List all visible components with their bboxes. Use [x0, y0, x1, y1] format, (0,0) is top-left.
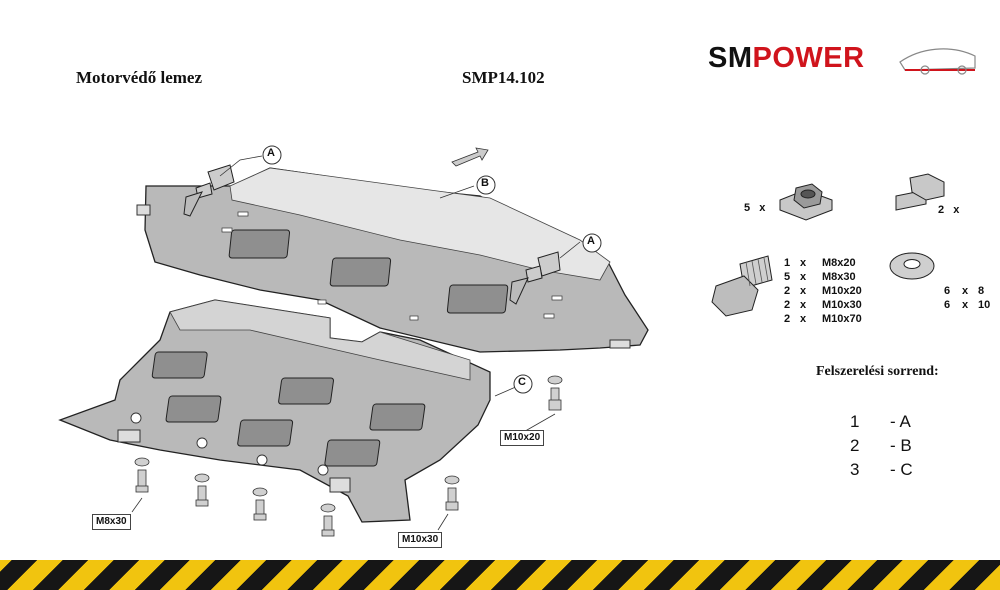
- direction-arrow-icon: [451, 147, 489, 167]
- callout-leaders: [131, 155, 581, 531]
- sequence-step: 3- C: [850, 460, 913, 479]
- callout-label-a2: A: [587, 235, 595, 247]
- sequence-title: Felszerelési sorrend:: [816, 364, 939, 379]
- loose-bolts: [134, 375, 563, 537]
- callout-circle-a2: [582, 233, 602, 253]
- page-title: Motorvédő lemez: [76, 68, 203, 87]
- callout-circle-a1: [262, 145, 282, 165]
- smpower-logo: SMPOWER: [708, 40, 978, 76]
- tag-m8x30: M8x30: [92, 514, 131, 530]
- bracket-left: [183, 164, 235, 217]
- callout-circle-b: [476, 175, 496, 195]
- bolt-icon: [711, 255, 773, 317]
- logo-power: POWER: [752, 42, 865, 74]
- bracket-icon: [895, 173, 945, 211]
- upper-skid-plate: [136, 167, 649, 353]
- logo-sm: SM: [708, 42, 753, 74]
- nut-icon: [779, 183, 833, 221]
- callout-circle-c: [513, 374, 533, 394]
- logo-car-icon: [899, 48, 976, 75]
- sequence-step: 1- A: [850, 412, 911, 431]
- callout-label-b: B: [481, 177, 489, 189]
- bracket-qty: 2 x: [938, 204, 960, 216]
- hazard-stripe: [0, 560, 1000, 590]
- bracket-right: [509, 251, 561, 305]
- tag-m10x30: M10x30: [398, 532, 443, 548]
- callout-label-a1: A: [267, 147, 275, 159]
- sequence-step: 2- B: [850, 436, 912, 455]
- tag-m10x20: M10x20: [500, 430, 545, 446]
- washer-icon: [889, 252, 935, 280]
- part-code: SMP14.102: [462, 68, 545, 87]
- lower-skid-plate: [58, 299, 491, 523]
- callout-label-c: C: [518, 376, 526, 388]
- nut-qty: 5 x: [744, 202, 766, 214]
